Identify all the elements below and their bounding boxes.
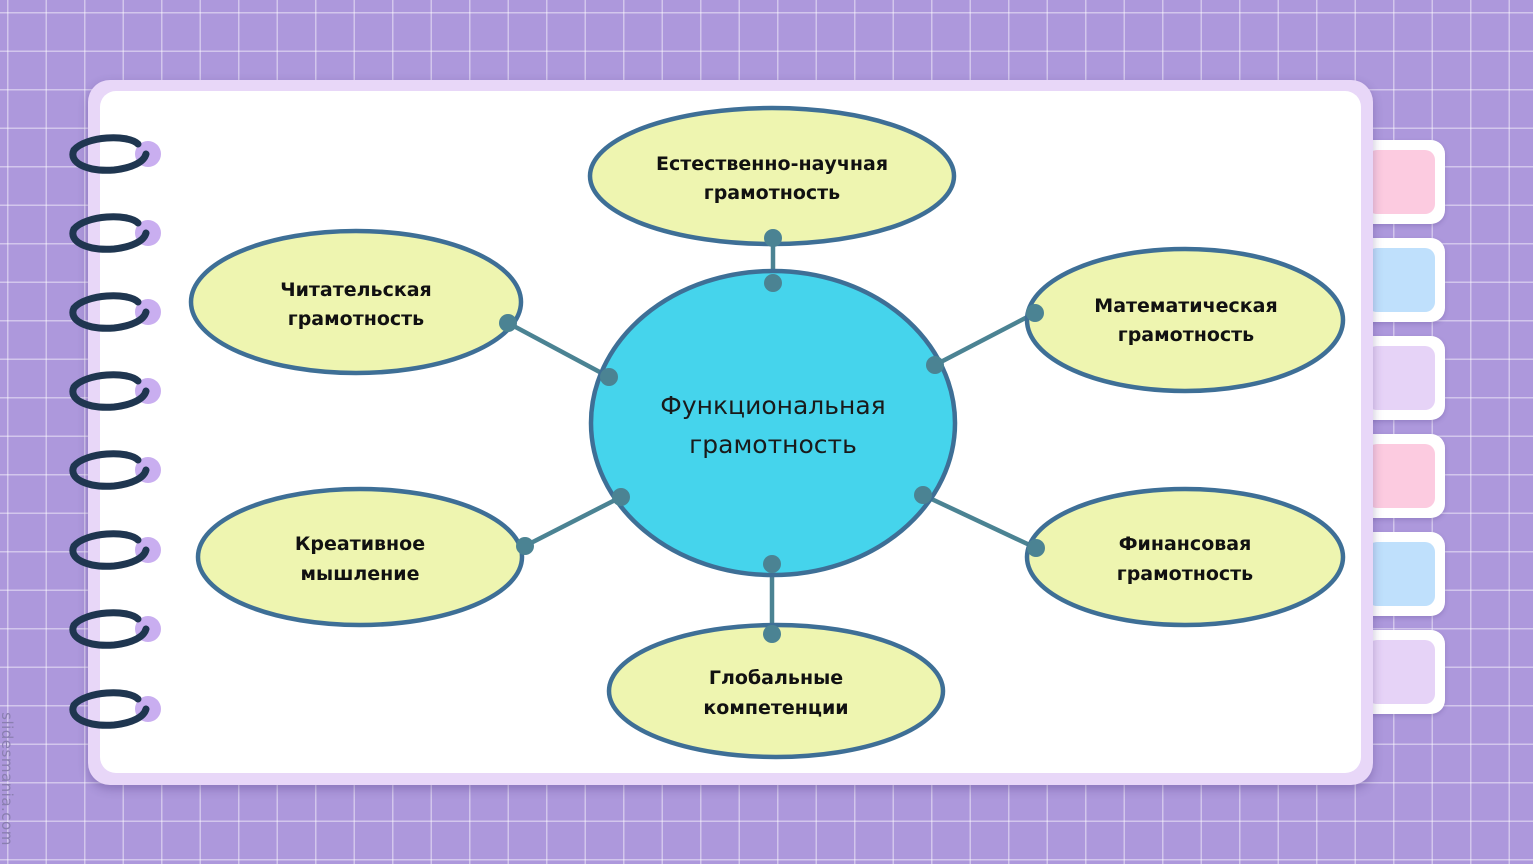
connector-dot <box>516 537 534 555</box>
node-math <box>1024 246 1346 394</box>
node-reading <box>188 228 524 376</box>
node-global-label-2: компетенции <box>703 697 848 719</box>
ring-icon <box>69 371 161 411</box>
node-finance-label-1: Финансовая <box>1119 533 1252 555</box>
ring-icon <box>69 530 161 570</box>
center-label-1: Функциональная <box>660 391 885 420</box>
ring-icon <box>69 213 161 253</box>
connector-dot <box>1026 304 1044 322</box>
node-creative <box>195 486 525 628</box>
ring-icon <box>69 292 161 332</box>
node-finance-label-2: грамотность <box>1117 563 1253 585</box>
connector-dot <box>926 356 944 374</box>
connector-reading <box>506 321 611 379</box>
node-global-label-1: Глобальные <box>709 667 843 689</box>
connector-finance <box>922 492 1037 551</box>
node-global <box>606 622 946 760</box>
connector-dot <box>612 488 630 506</box>
node-science <box>587 105 957 247</box>
node-science-label-2: грамотность <box>704 182 840 204</box>
connector-creative <box>523 494 623 549</box>
ring-icon <box>69 609 161 649</box>
connector-math <box>933 311 1037 367</box>
connector-dot <box>600 368 618 386</box>
ring-icon <box>69 134 161 174</box>
watermark: slidesmania.com <box>0 712 16 846</box>
node-reading-label-2: грамотность <box>288 308 424 330</box>
ring-icon <box>69 450 161 490</box>
connector-dot <box>1027 539 1045 557</box>
connector-dot <box>499 314 517 332</box>
connector-dot <box>764 229 782 247</box>
node-math-label-1: Математическая <box>1094 295 1277 317</box>
node-creative-label-2: мышление <box>300 563 419 585</box>
node-math-label-2: грамотность <box>1118 324 1254 346</box>
connector-dot <box>763 555 781 573</box>
node-finance <box>1024 486 1346 628</box>
ring-icon <box>69 689 161 729</box>
node-center <box>588 268 958 578</box>
connector-dot <box>914 486 932 504</box>
node-science-label-1: Естественно-научная <box>656 153 888 175</box>
node-reading-label-1: Читательская <box>280 279 432 301</box>
connector-dot <box>764 274 782 292</box>
node-creative-label-1: Креативное <box>295 533 425 555</box>
connector-dot <box>763 625 781 643</box>
center-label-2: грамотность <box>689 430 857 459</box>
